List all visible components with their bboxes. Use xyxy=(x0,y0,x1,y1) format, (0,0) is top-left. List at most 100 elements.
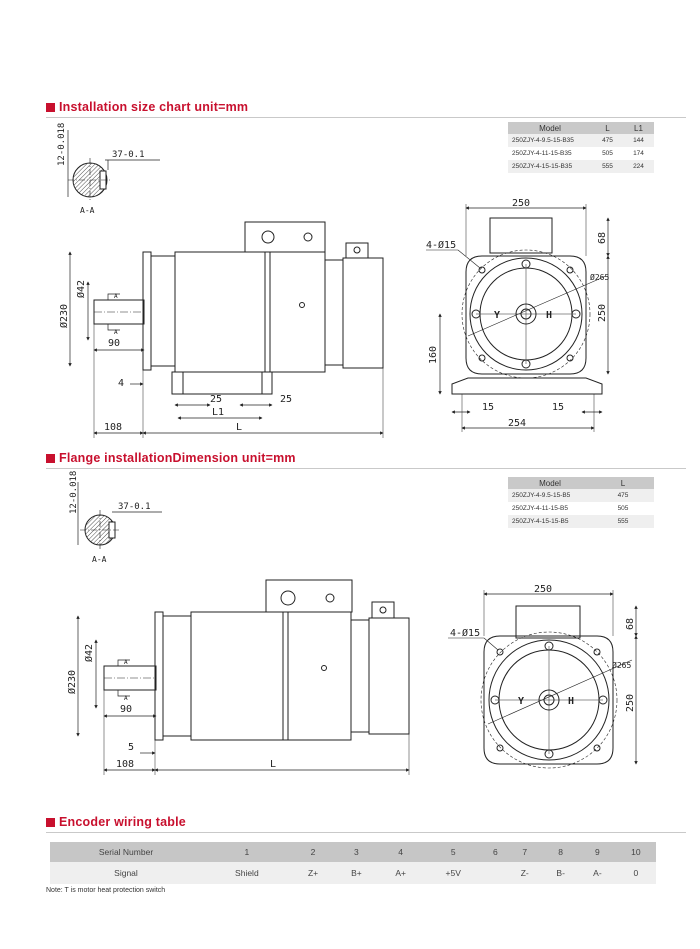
table-cell: Z+ xyxy=(291,862,335,884)
table-row: 250ZJY-4-11-15-B35 505 174 xyxy=(508,147,654,160)
motor-front-view-2 xyxy=(448,590,638,769)
table-cell: 144 xyxy=(623,134,654,147)
dim-15b: 15 xyxy=(552,402,564,413)
title-marker-icon xyxy=(46,453,55,463)
model-table-b35: Model L L1 250ZJY-4-9.5-15-B35 475 144 2… xyxy=(508,122,654,173)
dim-d42: Ø42 xyxy=(75,280,87,298)
table-cell: A- xyxy=(579,862,616,884)
dim-68: 68 xyxy=(597,232,608,244)
terminal-y: Y xyxy=(494,310,500,321)
dim-d230: Ø230 xyxy=(66,670,78,694)
col-header: Serial Number xyxy=(50,842,202,862)
dim-160: 160 xyxy=(428,346,439,364)
section-title-text: Flange installationDimension unit=mm xyxy=(59,451,296,465)
shaft-key-label: 37-0.1 xyxy=(112,150,145,160)
dim-pcd: Ø265 xyxy=(590,272,609,282)
dim-d42: Ø42 xyxy=(83,644,95,662)
dim-holes: 4-Ø15 xyxy=(450,627,480,639)
section-mark-a: A xyxy=(114,329,118,336)
section-label: A-A xyxy=(80,206,95,215)
dim-L: L xyxy=(270,759,276,770)
col-header: 4 xyxy=(378,842,423,862)
col-header: 2 xyxy=(291,842,335,862)
table-cell: B+ xyxy=(334,862,379,884)
dim-pcd: Ø265 xyxy=(612,660,631,670)
col-header: 8 xyxy=(542,842,580,862)
terminal-y: Y xyxy=(518,696,524,707)
divider xyxy=(46,117,686,118)
table-cell: 250ZJY-4-15-15-B5 xyxy=(508,515,592,528)
motor-side-view-2 xyxy=(76,579,410,775)
section-mark-a: A xyxy=(114,293,118,300)
table-row: 250ZJY-4-15-15-B35 555 224 xyxy=(508,160,654,173)
table-row: 250ZJY-4-15-15-B5 555 xyxy=(508,515,654,528)
dim-250-height: 250 xyxy=(625,694,636,712)
dim-250-width: 250 xyxy=(512,198,530,209)
dim-250-width: 250 xyxy=(534,584,552,595)
dim-108: 108 xyxy=(116,759,134,770)
table-cell: 250ZJY-4-9.5-15-B35 xyxy=(508,134,592,147)
table-cell: +5V xyxy=(422,862,484,884)
title-marker-icon xyxy=(46,102,55,112)
dim-68: 68 xyxy=(625,618,636,630)
table-row: Signal Shield Z+ B+ A+ +5V Z- B- A- 0 xyxy=(50,862,656,884)
dim-90: 90 xyxy=(108,338,120,349)
shaft-dia-label: 12-0.018 xyxy=(69,471,79,514)
table-cell: Signal xyxy=(50,862,202,884)
section-title-flange: Flange installationDimension unit=mm xyxy=(46,451,296,465)
dim-15a: 15 xyxy=(482,402,494,413)
col-header: 3 xyxy=(334,842,379,862)
col-header: Model xyxy=(508,122,592,134)
section-title-text: Installation size chart unit=mm xyxy=(59,100,249,114)
dim-L: L xyxy=(236,422,242,433)
dim-25a: 25 xyxy=(210,394,222,405)
table-cell: Z- xyxy=(507,862,543,884)
encoder-note: Note: T is motor heat protection switch xyxy=(46,887,166,894)
table-cell: 555 xyxy=(592,515,654,528)
dim-90: 90 xyxy=(120,704,132,715)
dim-25b: 25 xyxy=(280,394,292,405)
col-header: 6 xyxy=(483,842,508,862)
dim-holes: 4-Ø15 xyxy=(426,239,456,251)
table-cell: 555 xyxy=(592,160,623,173)
shaft-key-label: 37-0.1 xyxy=(118,502,151,512)
section-title-installation: Installation size chart unit=mm xyxy=(46,100,248,114)
table-cell: 250ZJY-4-11-15-B5 xyxy=(512,505,569,512)
dim-5: 5 xyxy=(128,742,134,753)
col-header: 10 xyxy=(615,842,656,862)
dim-108: 108 xyxy=(104,422,122,433)
dim-250-height: 250 xyxy=(597,304,608,322)
table-cell: 250ZJY-4-15-15-B35 xyxy=(508,160,592,173)
section-label: A-A xyxy=(92,555,107,564)
divider xyxy=(46,468,686,469)
motor-front-view-1 xyxy=(426,204,610,432)
encoder-wiring-table: Serial Number 1 2 3 4 5 6 7 8 9 10 Signa… xyxy=(50,842,656,884)
terminal-h: H xyxy=(568,696,574,707)
table-cell: 250ZJY-4-11-15-B35 xyxy=(512,150,572,157)
col-header: 1 xyxy=(202,842,292,862)
table-cell: 224 xyxy=(623,160,654,173)
model-table-b5: Model L 250ZJY-4-9.5-15-B5 475 250ZJY-4-… xyxy=(508,477,654,528)
title-marker-icon xyxy=(46,817,55,827)
table-cell: 250ZJY-4-9.5-15-B5 xyxy=(508,489,592,502)
table-row: 250ZJY-4-9.5-15-B35 475 144 xyxy=(508,134,654,147)
table-row: 250ZJY-4-11-15-B5 505 xyxy=(508,502,654,515)
table-cell: A+ xyxy=(378,862,423,884)
table-cell: 174 xyxy=(633,150,644,157)
terminal-h: H xyxy=(546,310,552,321)
table-cell: 0 xyxy=(615,862,656,884)
table-cell: Shield xyxy=(202,862,292,884)
section-mark-a: A xyxy=(124,659,128,666)
shaft-section-2 xyxy=(77,482,162,550)
section-title-text: Encoder wiring table xyxy=(59,815,186,829)
table-row: 250ZJY-4-9.5-15-B5 475 xyxy=(508,489,654,502)
section-title-encoder: Encoder wiring table xyxy=(46,815,186,829)
table-cell: 505 xyxy=(602,150,613,157)
col-header: Model xyxy=(508,477,592,489)
motor-side-view-1 xyxy=(68,221,384,438)
col-header: 5 xyxy=(422,842,484,862)
table-cell: 475 xyxy=(592,489,654,502)
shaft-dia-label: 12-0.018 xyxy=(57,123,67,166)
table-cell: 505 xyxy=(617,505,629,512)
